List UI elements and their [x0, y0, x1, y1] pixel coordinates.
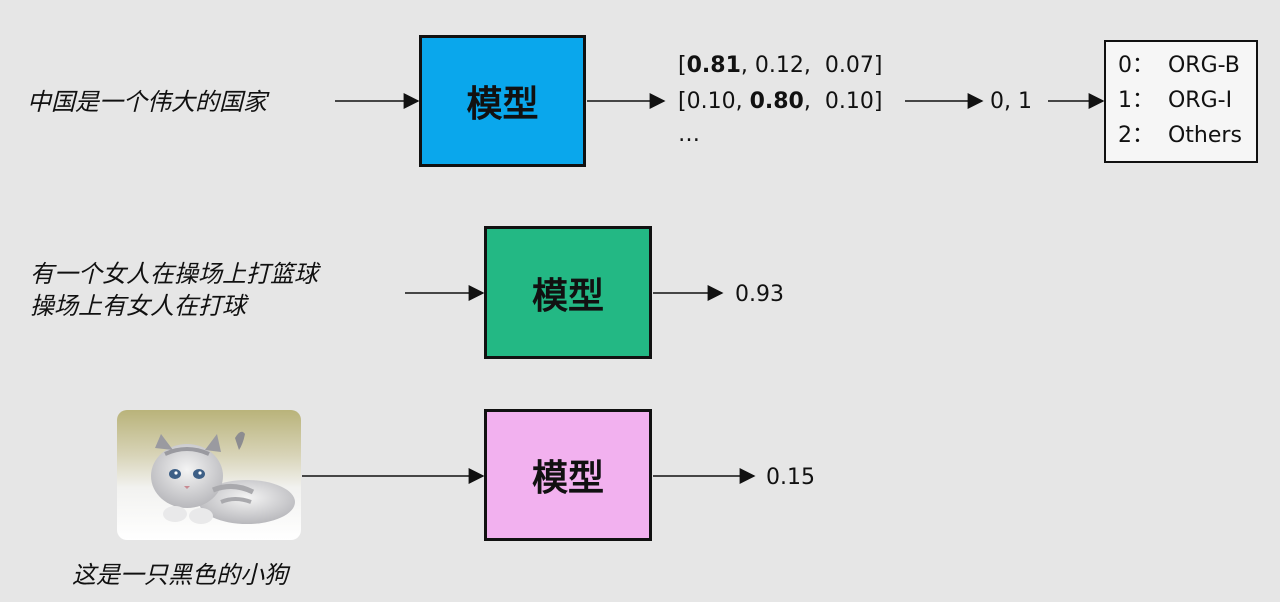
sentence-2: 操场上有女人在打球 — [30, 292, 246, 320]
model-label: 模型 — [531, 458, 604, 499]
label-legend-item: 0： ORG-B — [1118, 53, 1240, 78]
label-legend-box: 0： ORG-B 1： ORG-I 2： Others — [1104, 40, 1258, 163]
model-label: 模型 — [531, 275, 604, 317]
model-box-ner: 模型 — [419, 35, 586, 167]
label-legend-item: 2： Others — [1118, 123, 1242, 148]
probability-vectors: [0.81, 0.12, 0.07] [0.10, 0.80, 0.10] … — [678, 48, 882, 150]
vector-line-1: [0.81, 0.12, 0.07] — [678, 53, 883, 78]
model-box-similarity: 模型 — [484, 226, 652, 359]
kitten-illustration — [117, 410, 301, 540]
vector-ellipsis: … — [678, 122, 700, 147]
ner-input-sentence: 中国是一个伟大的国家 — [27, 88, 267, 116]
vector-line-2: [0.10, 0.80, 0.10] — [678, 89, 883, 114]
model-label: 模型 — [466, 84, 539, 125]
model-box-image-text: 模型 — [484, 409, 652, 541]
label-legend-item: 1： ORG-I — [1118, 88, 1233, 113]
kitten-image — [117, 410, 301, 540]
sentence-pair: 有一个女人在操场上打篮球 操场上有女人在打球 — [30, 258, 318, 322]
match-score: 0.15 — [766, 465, 815, 490]
image-caption: 这是一只黑色的小狗 — [72, 561, 288, 589]
predicted-indices: 0, 1 — [990, 89, 1032, 114]
sentence-1: 有一个女人在操场上打篮球 — [30, 260, 318, 288]
similarity-score: 0.93 — [735, 282, 784, 307]
